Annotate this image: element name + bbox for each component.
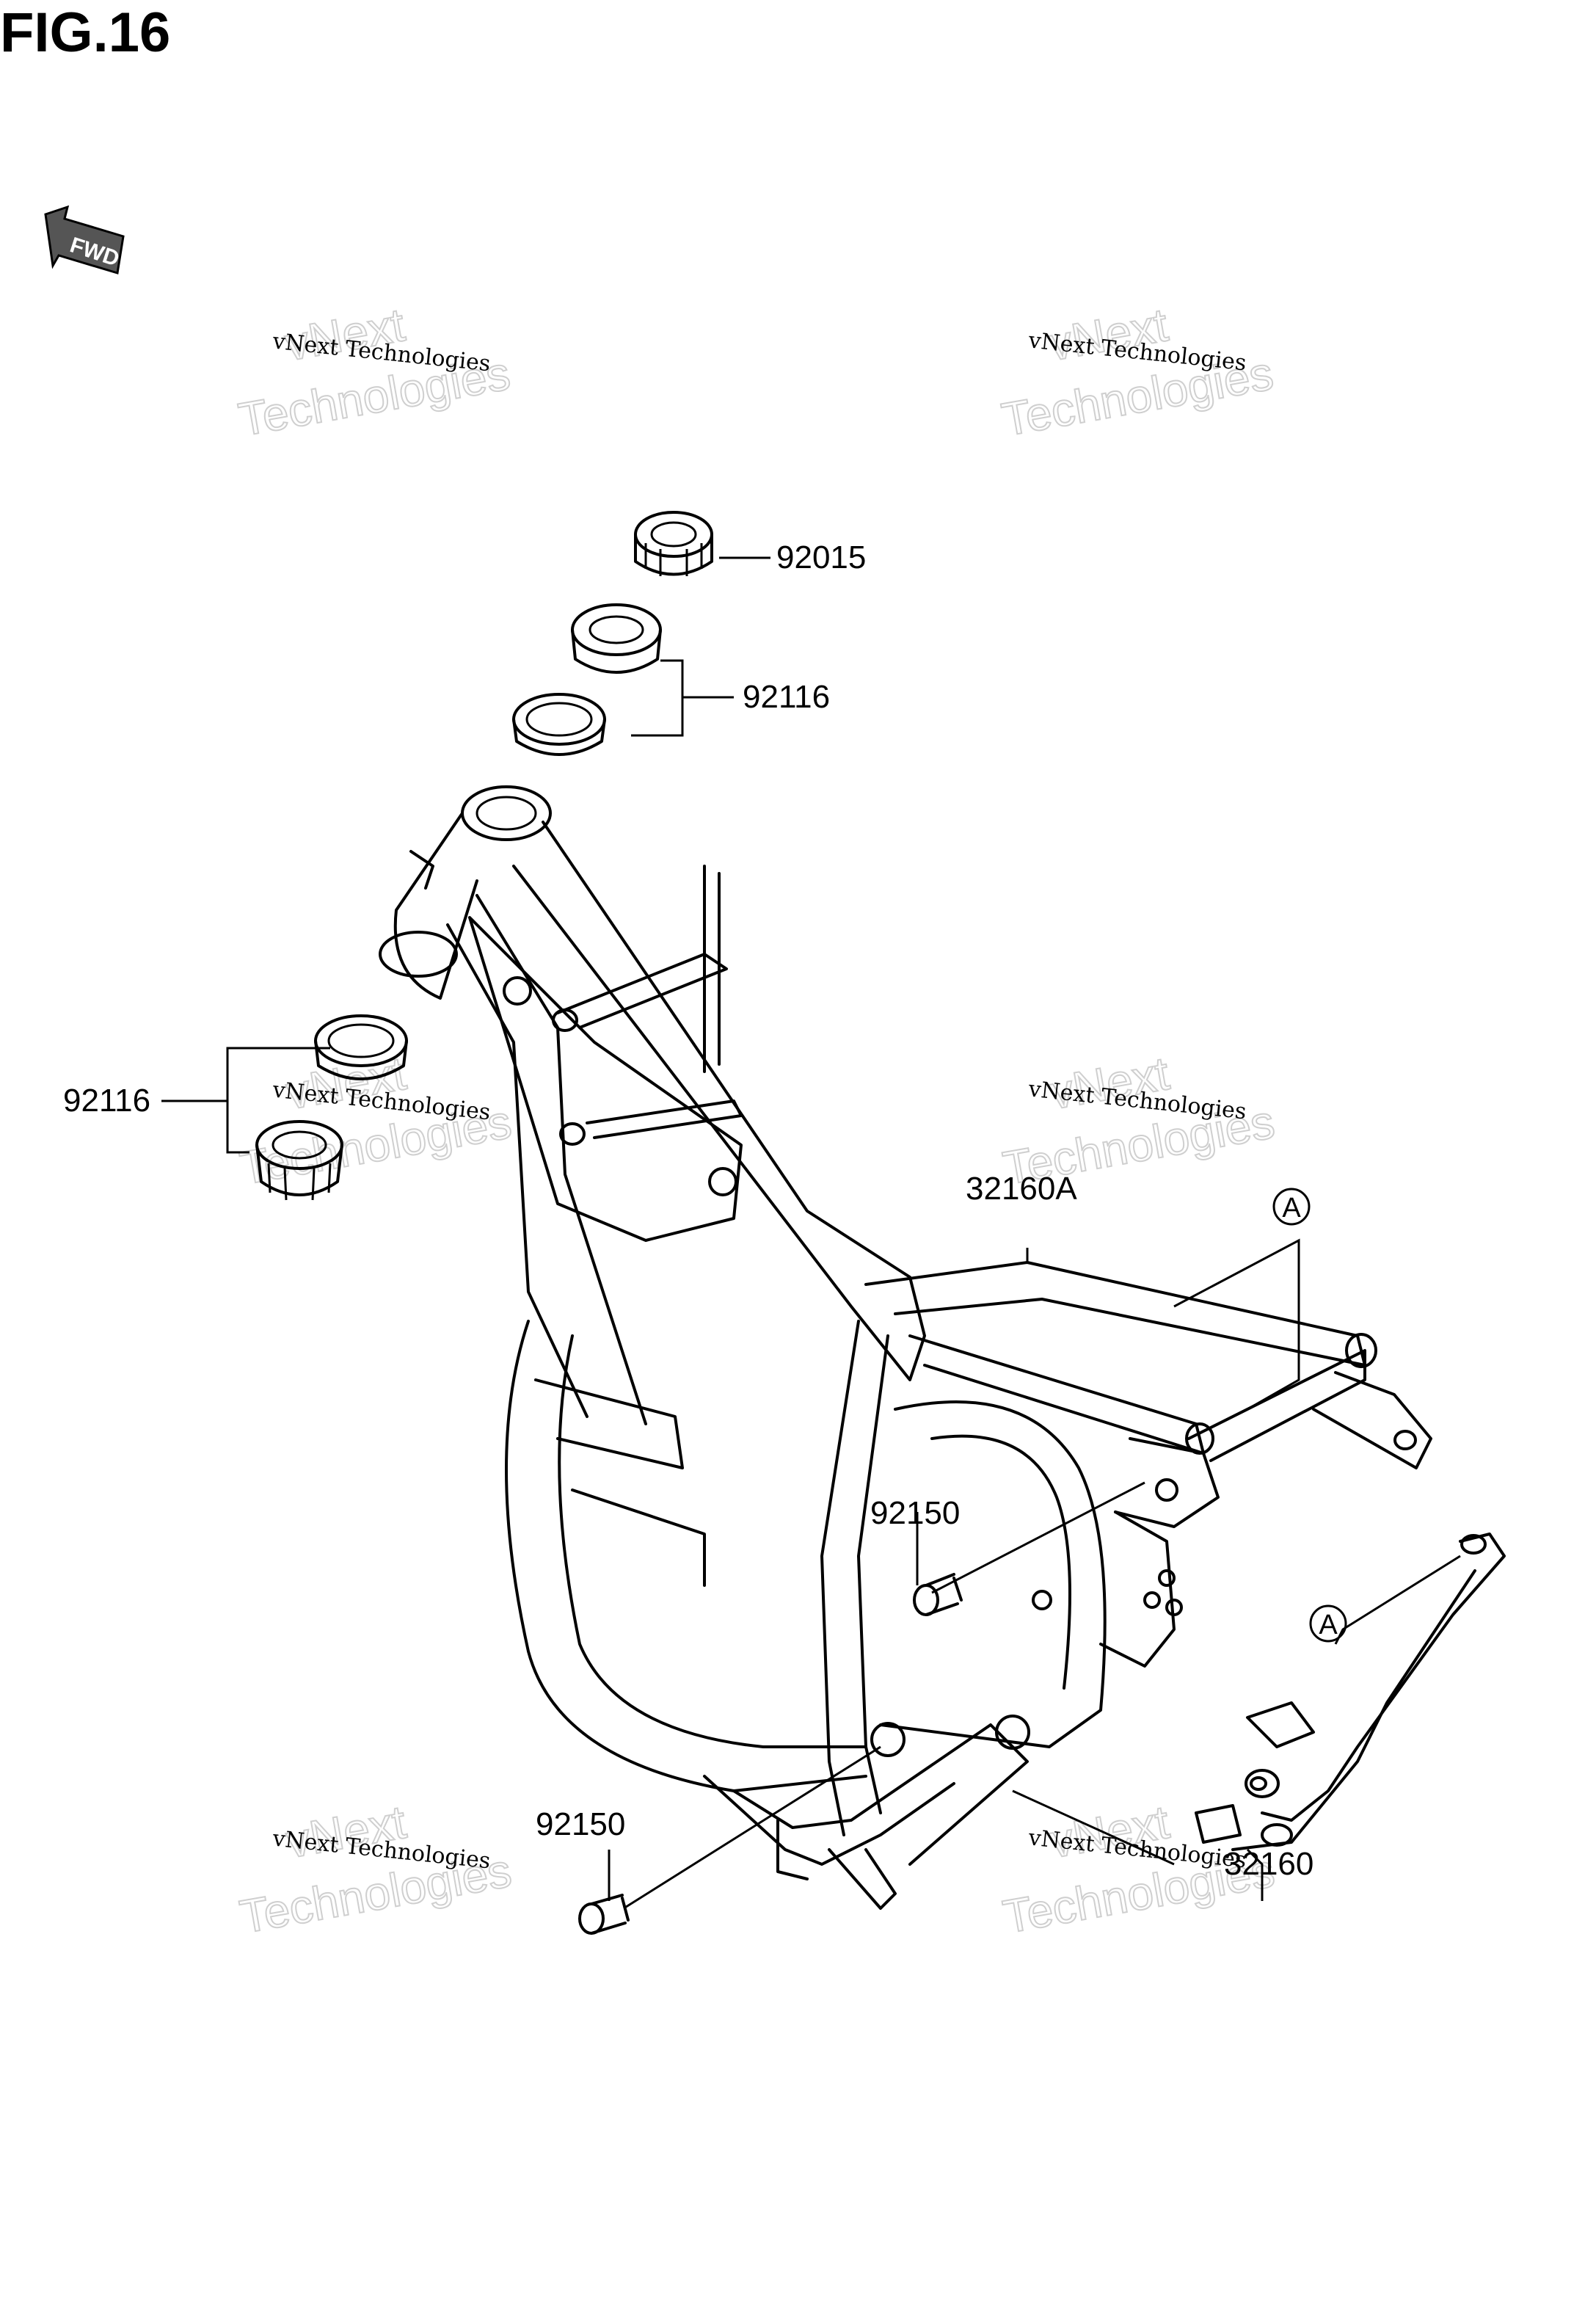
part-label-32160a: 32160A: [966, 1171, 1077, 1207]
part-label-92116-lower: 92116: [63, 1083, 150, 1119]
part-label-92150-lower: 92150: [536, 1806, 625, 1842]
upper-bearing-part: [571, 603, 662, 674]
lower-race-part: [314, 1014, 408, 1080]
part-label-92015: 92015: [776, 539, 866, 575]
bolt-lower-part: [578, 1894, 630, 1935]
fwd-arrow-icon: FWD: [44, 205, 125, 275]
reference-a-upper: A: [1272, 1188, 1311, 1226]
part-label-92116-upper: 92116: [743, 679, 830, 715]
reference-a-lower: A: [1309, 1604, 1347, 1643]
leader-lines: [161, 556, 1461, 1910]
part-label-32160: 32160: [1224, 1846, 1313, 1882]
upper-race-part: [512, 693, 606, 756]
lower-bearing-part: [255, 1120, 343, 1201]
stem-nut-part: [634, 511, 713, 576]
bracket-part: [1195, 1533, 1506, 1851]
part-label-92150-upper: 92150: [870, 1495, 960, 1531]
svg-text:A: A: [1319, 1610, 1338, 1640]
figure-title: FIG.16: [0, 1, 171, 64]
svg-text:A: A: [1282, 1193, 1301, 1224]
main-frame-part: [379, 785, 1432, 1910]
